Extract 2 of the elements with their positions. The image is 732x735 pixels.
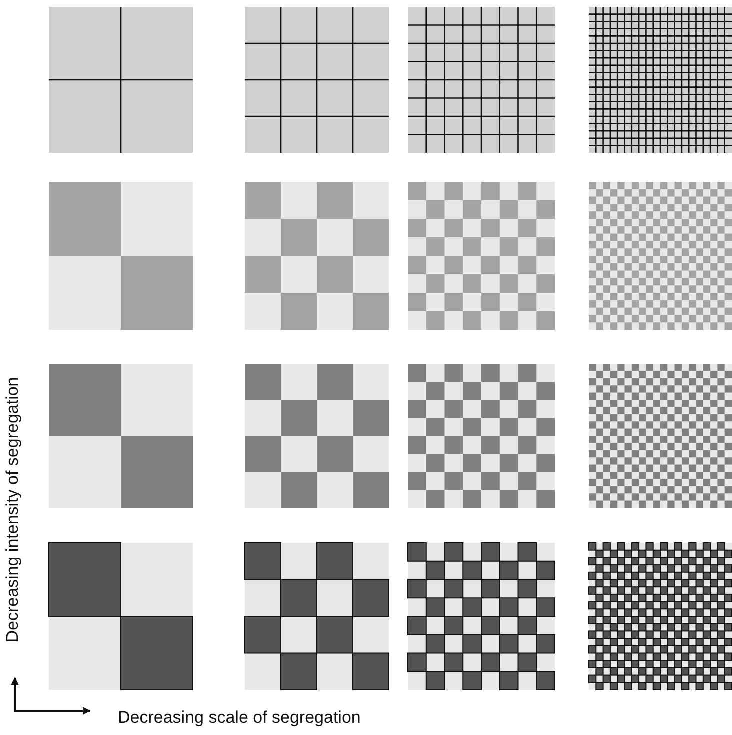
- axis-label: Decreasing scale of segregation: [118, 708, 361, 728]
- axis-label: Decreasing intensity of segregation: [3, 376, 23, 645]
